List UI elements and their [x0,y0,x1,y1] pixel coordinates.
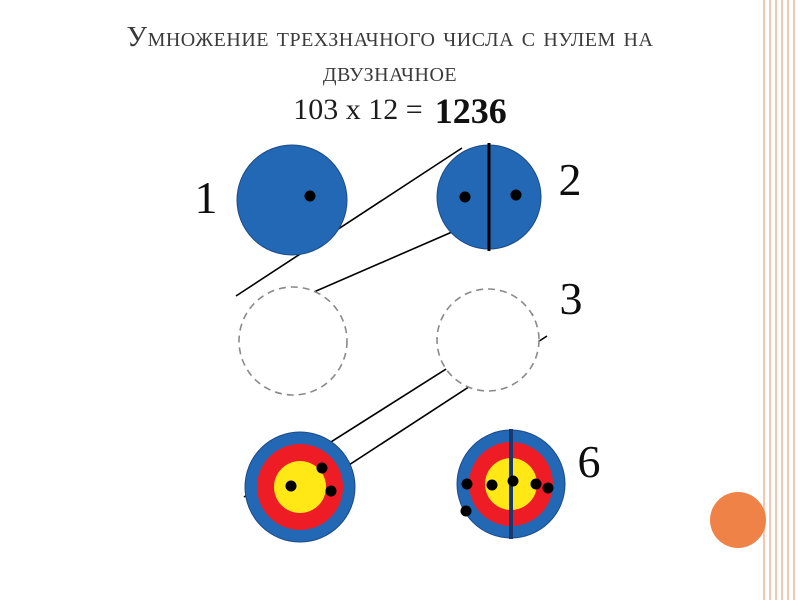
label-digit-1: 1 [195,172,218,223]
dot [304,190,316,202]
dot [459,191,471,203]
dot [461,478,473,490]
dot [530,478,542,490]
accent-circle [710,492,766,548]
dot [285,480,297,492]
slide-title: Умножение трехзначного числа с нулем на … [126,21,654,89]
equation-row: 103 х 12 = 1236 [0,86,800,131]
dot [325,485,337,497]
dashed-circle-right [436,288,540,392]
dot [486,479,498,491]
diagonal-line-1 [235,147,463,297]
label-digit-6: 6 [578,436,601,487]
target-circle-left [244,431,356,543]
label-digit-3: 3 [560,273,583,324]
dot [510,189,522,201]
dashed-circle-left [238,286,348,396]
label-digit-2: 2 [559,154,582,205]
dot [542,482,554,494]
dot [316,462,328,474]
circle-top-left [236,144,348,256]
target-center-yellow [274,461,326,513]
equation-text: 103 х 12 = [293,93,423,126]
dot [507,475,519,487]
target-circle-right [456,429,566,539]
equation-result: 1236 [434,91,507,131]
right-stripe-border [763,0,797,600]
dot [460,505,472,517]
